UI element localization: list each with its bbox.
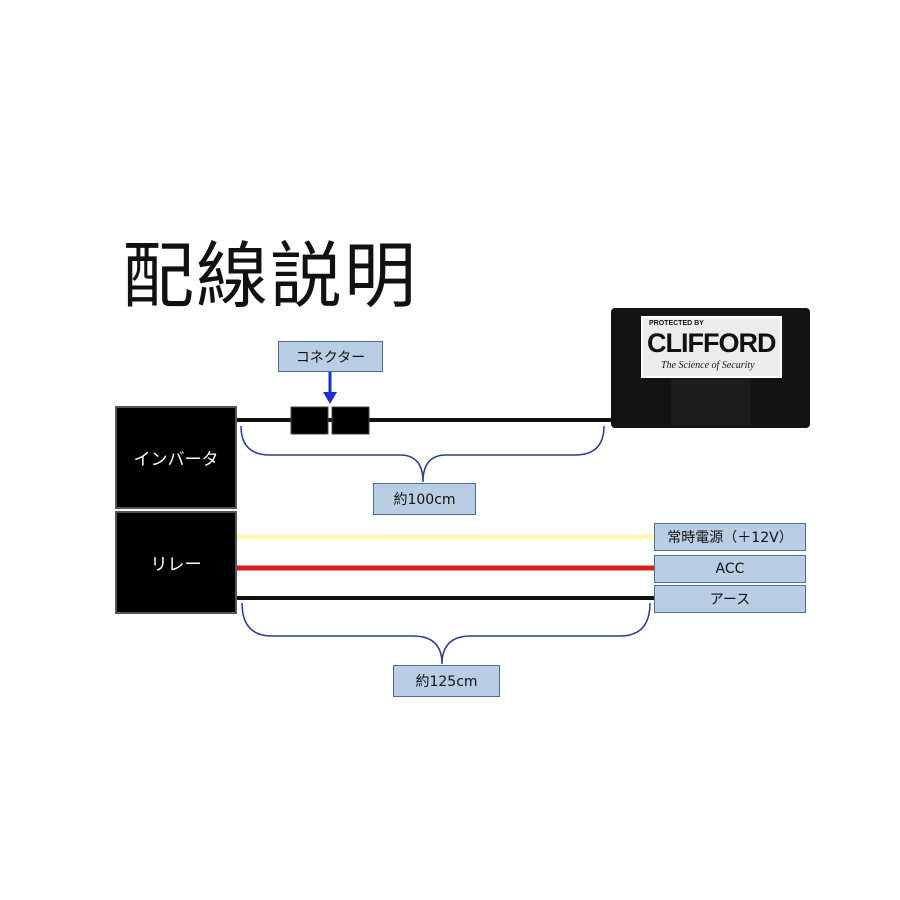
device-connector-tab [671,378,751,426]
connector-left [290,406,329,435]
logo-protected-text: PROTECTED BY [649,320,704,327]
wire-label-constant-power: 常時電源（＋12V） [654,523,806,551]
connector-right [331,406,370,435]
inverter-label: インバータ [133,450,219,470]
length-125-label: 約125cm [393,665,500,697]
clifford-device: PROTECTED BY CLIFFORD The Science of Sec… [611,308,810,428]
logo-tagline: The Science of Security [661,360,755,371]
relay-label: リレー [150,555,202,575]
connector-label: コネクター [278,341,383,372]
page-title: 配線説明 [122,234,419,318]
wire-label-acc: ACC [654,555,806,583]
inverter-block: インバータ [115,406,237,509]
length-100-label: 約100cm [373,483,476,515]
connector-arrow-head [323,392,337,404]
top-length-brace [240,425,605,483]
bottom-length-brace [241,602,651,665]
logo-brand-text: CLIFFORD [647,328,776,358]
wire-label-ground: アース [654,585,806,613]
relay-block: リレー [115,511,237,614]
clifford-logo: PROTECTED BY CLIFFORD The Science of Sec… [641,316,782,378]
